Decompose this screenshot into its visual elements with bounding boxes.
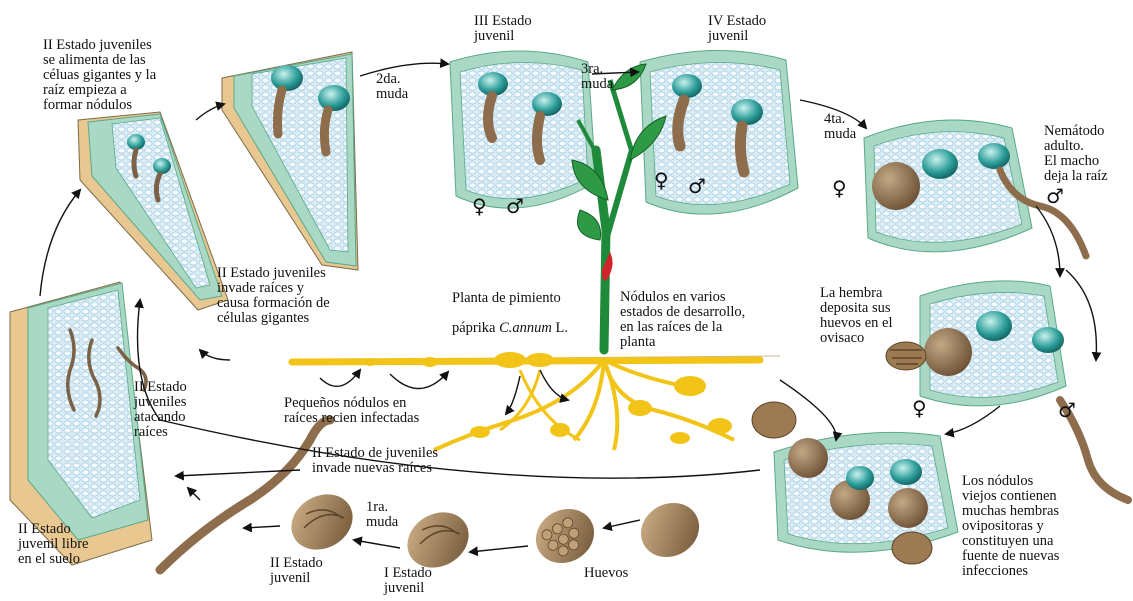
label-old-nodules: Los nódulos viejos contienen muchas hemb… [962,474,1059,579]
label-stage1-juvenile: I Estado juvenil [384,566,432,596]
label-stage2-invades: II Estado juveniles invade raíces y caus… [217,266,330,326]
label-nodules-various: Nódulos en varios estados de desarrollo,… [620,290,745,350]
label-plant-line1: Planta de pimiento [452,290,561,306]
label-eggs: Huevos [584,566,628,581]
egg-sequence [281,483,709,578]
male-symbol-free: ♂ [1058,400,1076,420]
label-stage3: III Estado juvenil [474,14,532,44]
label-plant-species: C.annum [499,320,552,336]
nodule-old [752,402,958,564]
label-female-deposits: La hembra deposita sus huevos en el ovis… [820,286,892,346]
free-juvenile-nematode [160,420,330,570]
label-stage2-free: II Estado juvenil libre en el suelo [18,522,88,567]
female-symbol-stage4: ♀ [654,170,669,190]
root-tip-feeding [78,112,228,310]
nodule-egg-laying [886,281,1066,406]
label-adult-nematode: Nemátodo adulto. El macho deja la raíz [1044,124,1108,184]
label-fourth-molt: 4ta. muda [824,112,856,142]
male-symbol-adult: ♂ [1046,186,1064,206]
label-small-nodules: Pequeños nódulos en raíces recien infect… [284,396,419,426]
male-symbol-stage3: ♂ [506,196,524,216]
label-stage2-juvenile: II Estado juvenil [270,556,323,586]
label-first-molt: 1ra. muda [366,500,398,530]
male-symbol-stage4: ♂ [688,176,706,196]
label-stage2-feeds: II Estado juveniles se alimenta de las c… [43,38,156,113]
label-stage2-attacking: II Estado juveniles atacando raíces [134,380,187,440]
label-second-molt: 2da. muda [376,72,408,102]
nodule-stage-three [450,51,596,208]
label-plant-suffix: L. [552,320,568,336]
label-plant-line2-prefix: páprika [452,320,499,336]
label-third-molt: 3ra. muda [581,62,613,92]
label-plant: Planta de pimiento páprika C.annum L. [452,276,568,336]
label-stage4: IV Estado juvenil [708,14,766,44]
female-symbol-adult: ♀ [832,178,847,198]
label-stage2-new-roots: II Estado de juveniles invade nuevas raí… [312,446,438,476]
female-symbol-egg-laying: ♀ [912,398,927,418]
nodule-second-molt [222,52,358,270]
female-symbol-stage3: ♀ [472,196,487,216]
